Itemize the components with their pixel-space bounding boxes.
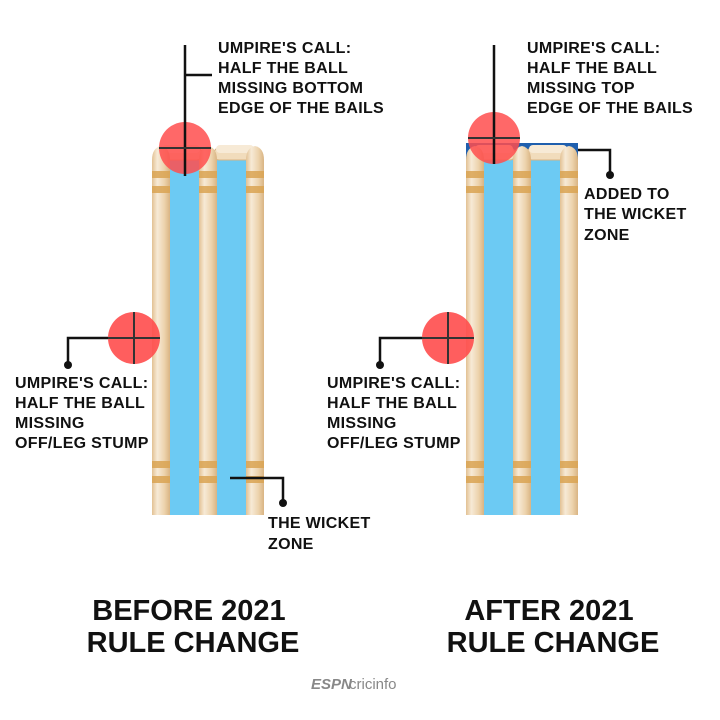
- svg-text:cricinfo: cricinfo: [349, 676, 397, 693]
- stump: [199, 146, 217, 515]
- wicket-zone-callout: THE WICKET ZONE: [268, 515, 375, 553]
- after-side-callout: UMPIRE'S CALL: HALF THE BALL MISSING OFF…: [327, 375, 465, 452]
- before-top-callout: UMPIRE'S CALL: HALF THE BALL MISSING BOT…: [218, 40, 384, 117]
- after-top-callout: UMPIRE'S CALL: HALF THE BALL MISSING TOP…: [527, 40, 693, 117]
- before-wicket: UMPIRE'S CALL: HALF THE BALL MISSING BOT…: [15, 40, 384, 659]
- stump: [560, 146, 578, 515]
- svg-text:ESPN: ESPN: [311, 676, 353, 693]
- espncricinfo-logo: ESPN cricinfo: [311, 676, 397, 693]
- before-title: BEFORE 2021 RULE CHANGE: [87, 595, 300, 659]
- after-wicket: UMPIRE'S CALL: HALF THE BALL MISSING TOP…: [327, 40, 693, 659]
- after-title: AFTER 2021 RULE CHANGE: [447, 595, 660, 659]
- before-side-callout: UMPIRE'S CALL: HALF THE BALL MISSING OFF…: [15, 375, 153, 452]
- added-callout: ADDED TO THE WICKET ZONE: [584, 186, 691, 244]
- stump: [513, 146, 531, 515]
- stump: [246, 146, 264, 515]
